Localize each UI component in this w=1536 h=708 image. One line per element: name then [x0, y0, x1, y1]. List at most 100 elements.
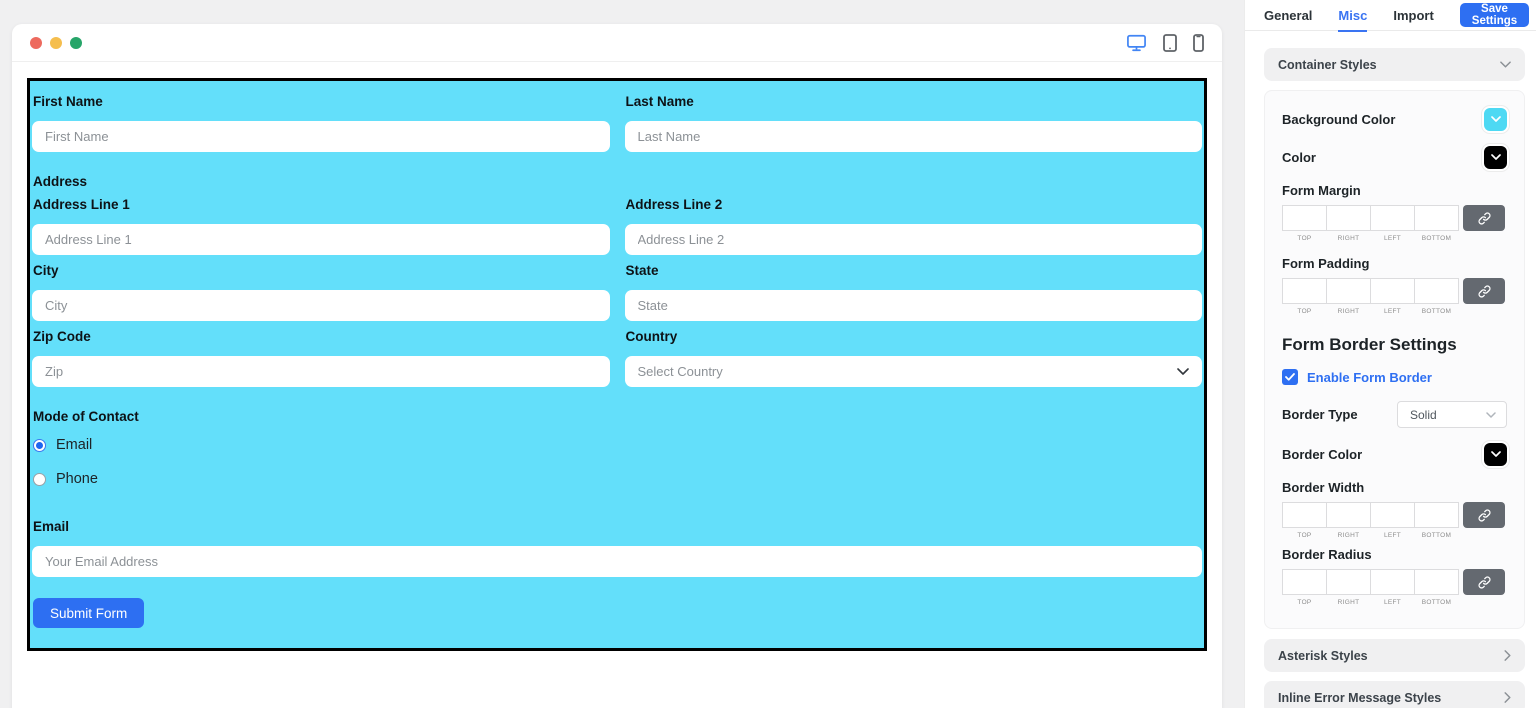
form-padding-link-values-button[interactable] — [1463, 278, 1505, 304]
link-icon — [1478, 285, 1490, 297]
border-color-label: Border Color — [1282, 446, 1363, 462]
settings-panel: General Misc Import Save Settings Contai… — [1244, 0, 1536, 708]
save-settings-button[interactable]: Save Settings — [1459, 3, 1530, 27]
zip-input[interactable] — [32, 356, 610, 387]
address2-field: Address Line 2 — [624, 189, 1202, 255]
form-margin-bottom-input[interactable] — [1414, 205, 1459, 231]
country-select[interactable]: Select Country — [624, 356, 1202, 387]
enable-form-border-label: Enable Form Border — [1307, 369, 1432, 385]
form-padding-group: TOP RIGHT LEFT BOTTOM — [1282, 278, 1507, 315]
section-header-asterisk-styles[interactable]: Asterisk Styles — [1264, 639, 1525, 672]
desktop-preview-icon[interactable] — [1126, 34, 1147, 52]
side-label: RIGHT — [1337, 532, 1360, 539]
browser-body: First Name Last Name Address Address Lin… — [12, 62, 1222, 651]
state-label: State — [625, 263, 659, 278]
phone-preview-icon[interactable] — [1193, 33, 1204, 52]
border-type-select[interactable]: Solid — [1397, 401, 1507, 428]
border-width-link-values-button[interactable] — [1463, 502, 1505, 528]
browser-mockup: First Name Last Name Address Address Lin… — [12, 24, 1222, 708]
chevron-right-icon — [1504, 650, 1511, 661]
zip-field: Zip Code — [32, 321, 610, 387]
city-input[interactable] — [32, 290, 610, 321]
last-name-input[interactable] — [624, 121, 1202, 152]
border-width-left-input[interactable] — [1370, 502, 1415, 528]
chevron-right-icon — [1504, 692, 1511, 703]
form-margin-group: TOP RIGHT LEFT BOTTOM — [1282, 205, 1507, 242]
color-row: Color — [1282, 145, 1507, 169]
color-label: Color — [1282, 149, 1316, 165]
form-margin-top-input[interactable] — [1282, 205, 1327, 231]
state-field: State — [624, 255, 1202, 321]
address2-input[interactable] — [624, 224, 1202, 255]
email-input[interactable] — [32, 546, 1202, 577]
settings-content: Container Styles Background Color Color — [1245, 31, 1536, 708]
chevron-down-icon — [1486, 411, 1496, 418]
state-input[interactable] — [624, 290, 1202, 321]
traffic-lights — [30, 36, 82, 49]
contact-email-option[interactable]: Email — [33, 432, 1202, 458]
first-name-input[interactable] — [32, 121, 610, 152]
background-color-swatch[interactable] — [1484, 107, 1507, 131]
link-icon — [1478, 212, 1490, 224]
contact-phone-option[interactable]: Phone — [33, 466, 1202, 492]
enable-form-border-checkbox[interactable] — [1282, 369, 1298, 385]
maximize-window-icon[interactable] — [70, 36, 82, 49]
preview-form: First Name Last Name Address Address Lin… — [27, 78, 1207, 651]
side-label: BOTTOM — [1421, 308, 1452, 315]
side-label: BOTTOM — [1421, 599, 1452, 606]
border-width-right-input[interactable] — [1326, 502, 1371, 528]
border-color-swatch[interactable] — [1484, 442, 1507, 466]
device-preview-toolbar — [1126, 33, 1204, 52]
container-styles-card: Background Color Color Form — [1264, 90, 1525, 629]
side-label: TOP — [1297, 235, 1312, 242]
submit-form-button[interactable]: Submit Form — [33, 598, 145, 628]
last-name-label: Last Name — [625, 94, 694, 109]
tablet-preview-icon[interactable] — [1163, 33, 1177, 52]
border-radius-group: TOP RIGHT LEFT BOTTOM — [1282, 569, 1507, 606]
form-padding-top-input[interactable] — [1282, 278, 1327, 304]
phone-radio[interactable] — [33, 472, 46, 486]
address1-field: Address Line 1 — [32, 189, 610, 255]
side-label: BOTTOM — [1421, 532, 1452, 539]
address1-input[interactable] — [32, 224, 610, 255]
browser-header — [12, 24, 1222, 62]
border-radius-left-input[interactable] — [1370, 569, 1415, 595]
chevron-down-icon — [1500, 61, 1511, 68]
side-label: LEFT — [1383, 235, 1402, 242]
form-margin-left-input[interactable] — [1370, 205, 1415, 231]
close-window-icon[interactable] — [30, 36, 42, 49]
chevron-down-icon — [1490, 116, 1501, 122]
enable-form-border-row[interactable]: Enable Form Border — [1282, 369, 1507, 385]
chevron-down-icon — [1490, 154, 1501, 160]
tab-misc[interactable]: Misc — [1338, 0, 1367, 32]
address2-label: Address Line 2 — [625, 197, 723, 212]
form-margin-link-values-button[interactable] — [1463, 205, 1505, 231]
border-width-bottom-input[interactable] — [1414, 502, 1459, 528]
section-header-inline-error-styles[interactable]: Inline Error Message Styles — [1264, 681, 1525, 708]
background-color-label: Background Color — [1282, 111, 1396, 127]
tab-import[interactable]: Import — [1393, 7, 1434, 23]
side-label: LEFT — [1383, 599, 1402, 606]
color-swatch[interactable] — [1484, 145, 1507, 169]
border-type-value: Solid — [1410, 407, 1437, 422]
form-margin-right-input[interactable] — [1326, 205, 1371, 231]
border-radius-bottom-input[interactable] — [1414, 569, 1459, 595]
first-name-field: First Name — [32, 86, 610, 152]
link-icon — [1478, 509, 1490, 521]
border-radius-right-input[interactable] — [1326, 569, 1371, 595]
border-type-label: Border Type — [1282, 407, 1358, 422]
email-radio[interactable] — [33, 438, 46, 452]
first-name-label: First Name — [33, 94, 103, 109]
border-radius-top-input[interactable] — [1282, 569, 1327, 595]
border-width-top-input[interactable] — [1282, 502, 1327, 528]
section-title: Asterisk Styles — [1278, 648, 1368, 663]
tab-general[interactable]: General — [1264, 7, 1313, 23]
border-radius-link-values-button[interactable] — [1463, 569, 1505, 595]
minimize-window-icon[interactable] — [50, 36, 62, 49]
email-radio-label: Email — [56, 437, 93, 453]
section-header-container-styles[interactable]: Container Styles — [1264, 48, 1525, 81]
form-padding-left-input[interactable] — [1370, 278, 1415, 304]
form-padding-right-input[interactable] — [1326, 278, 1371, 304]
form-padding-bottom-input[interactable] — [1414, 278, 1459, 304]
